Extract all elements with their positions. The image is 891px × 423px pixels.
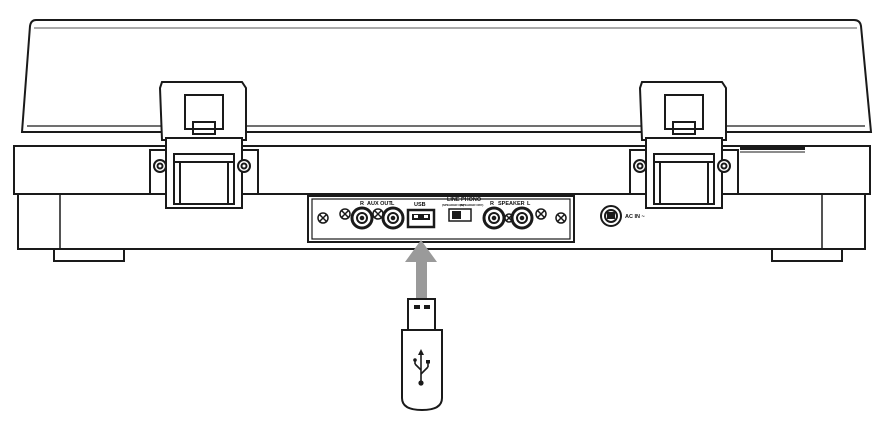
panel-screw-mid-left — [339, 208, 351, 220]
aux-out-l-jack[interactable] — [381, 206, 405, 230]
aux-out-r-label: R — [360, 201, 364, 207]
line-label: LINE — [447, 197, 460, 203]
usb-label: USB — [414, 202, 426, 208]
usb-flash-drive[interactable] — [401, 298, 443, 412]
phono-label: PHONO — [461, 197, 482, 203]
speaker-l-label: L — [527, 201, 531, 207]
speaker-r-label: R — [490, 201, 494, 207]
panel-screw-right — [555, 212, 567, 224]
right-hinge — [629, 81, 739, 209]
panel-screw-left — [317, 212, 329, 224]
turntable-body — [13, 145, 871, 262]
arrow-up-icon — [405, 240, 437, 298]
left-hinge — [149, 81, 259, 209]
speaker-label: SPEAKER — [498, 201, 525, 207]
speaker-l-jack[interactable] — [510, 206, 534, 230]
panel-screw-right-inner — [535, 208, 547, 220]
line-sub-label: (SPEAKER ON) — [442, 203, 464, 207]
rear-connector-panel: R AUX OUT L USB LINE (SPEAKER ON) PHONO … — [307, 195, 575, 243]
usb-port[interactable] — [406, 208, 436, 229]
left-foot — [53, 248, 125, 262]
usb-trident-icon — [413, 349, 430, 386]
right-foot — [771, 248, 843, 262]
ac-in-socket[interactable] — [600, 205, 622, 227]
ac-in-label: AC IN ~ — [625, 214, 645, 220]
usb-drive-plug — [407, 298, 436, 332]
speaker-r-jack[interactable] — [482, 206, 506, 230]
aux-out-l-label: L — [391, 201, 395, 207]
dust-cover — [20, 19, 873, 133]
aux-out-r-jack[interactable] — [350, 206, 374, 230]
usb-drive-body — [401, 329, 443, 412]
aux-out-label: AUX OUT — [367, 201, 392, 207]
line-phono-switch[interactable] — [448, 208, 472, 222]
phono-sub-label: (SPEAKER OFF) — [460, 203, 483, 207]
